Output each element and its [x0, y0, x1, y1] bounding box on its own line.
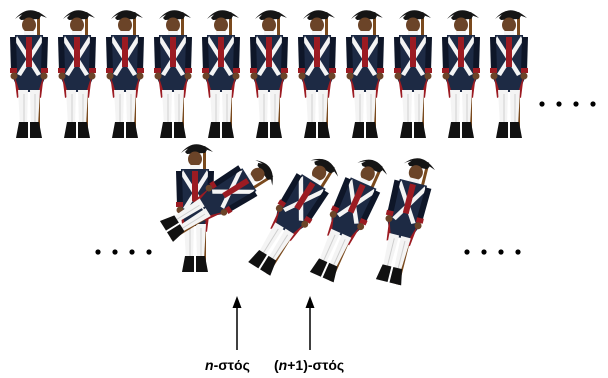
arrow-n	[232, 296, 242, 350]
soldier-figure	[345, 9, 385, 139]
bottom-row-trailing-ellipsis	[464, 249, 521, 255]
arrow-n-plus-1	[305, 296, 315, 350]
soldier-figure	[393, 9, 433, 139]
falling-soldier	[369, 153, 439, 288]
soldier-figure	[297, 9, 337, 139]
soldier-figure	[489, 9, 529, 139]
soldier-figure	[57, 9, 97, 139]
label-n-plus-1-th: (n+1)-στός	[274, 357, 345, 373]
soldier-figure	[105, 9, 145, 139]
soldier-figure	[153, 9, 193, 139]
soldier-figure	[9, 9, 49, 139]
top-row-ellipsis	[539, 101, 596, 107]
top-soldier-row	[9, 9, 529, 139]
falling-soldier-n	[156, 151, 280, 248]
label-n-th: n-στός	[205, 357, 250, 373]
soldier-figure	[201, 9, 241, 139]
soldier-figure	[441, 9, 481, 139]
bottom-soldier-row	[156, 143, 439, 288]
bottom-row-leading-ellipsis	[95, 249, 152, 255]
soldier-figure	[249, 9, 289, 139]
